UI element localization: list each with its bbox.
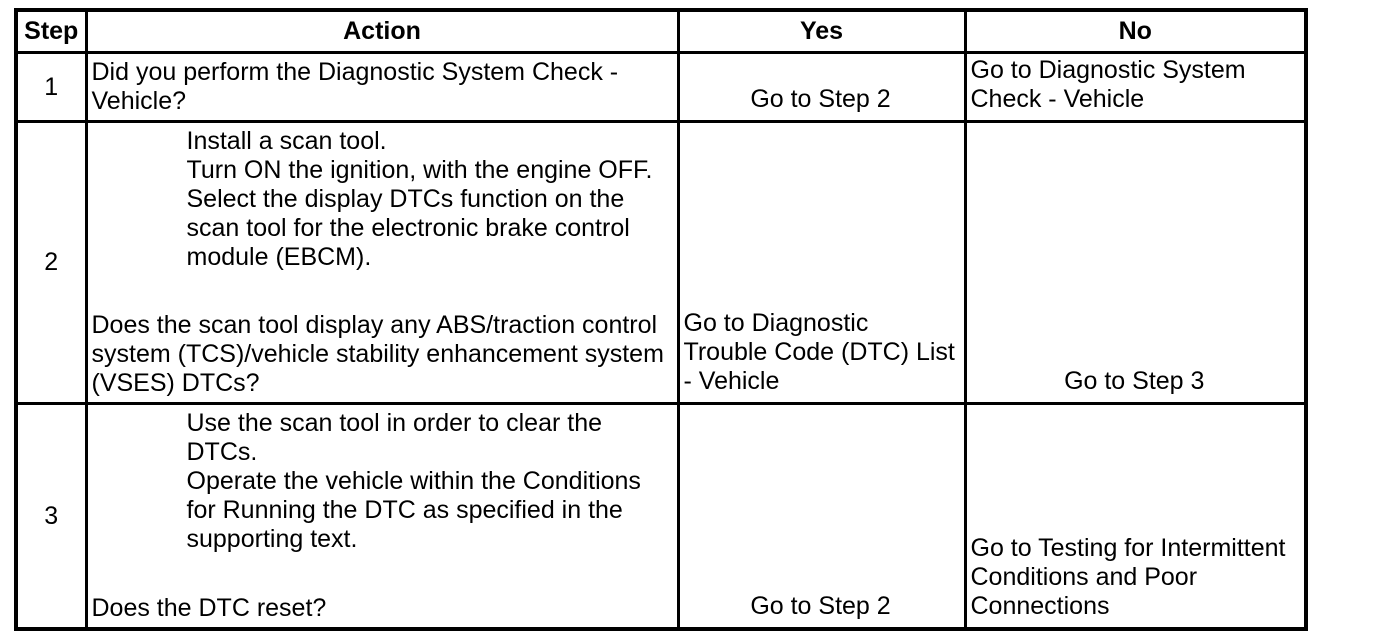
action-cell: Use the scan tool in order to clear the …: [84, 402, 680, 631]
instruction-line: Use the scan tool in order to clear the …: [186, 409, 603, 466]
instruction-line: Select the display DTCs function on the …: [186, 185, 630, 271]
no-cell: Go to Diagnostic System Check - Vehicle: [963, 51, 1308, 123]
column-header-action: Action: [84, 8, 680, 54]
instructions-block: Use the scan tool in order to clear the …: [187, 409, 667, 554]
step-number: 3: [14, 402, 88, 631]
no-cell: Go to Testing for Intermittent Condition…: [963, 402, 1308, 631]
instruction-line: Install a scan tool.: [186, 127, 387, 155]
column-header-yes: Yes: [676, 8, 967, 54]
instructions-block: Install a scan tool. Turn ON the ignitio…: [187, 127, 667, 272]
yes-cell: Go to Step 2: [676, 402, 967, 631]
table-row-step-1: 1 Did you perform the Diagnostic System …: [14, 51, 1308, 123]
table-row-step-2: 2 Install a scan tool. Turn ON the ignit…: [14, 120, 1308, 405]
diagnostic-step-table: Step Action Yes No 1 Did you perform the…: [14, 8, 1308, 631]
yes-cell: Go to Diagnostic Trouble Code (DTC) List…: [676, 120, 967, 405]
no-cell: Go to Step 3: [963, 120, 1308, 405]
step-number: 2: [14, 120, 88, 405]
instruction-line: Turn ON the ignition, with the engine OF…: [186, 156, 653, 184]
action-question: Did you perform the Diagnostic System Ch…: [91, 58, 619, 115]
action-question: Does the DTC reset?: [91, 594, 327, 622]
header-row: Step Action Yes No: [14, 8, 1308, 54]
action-question: Does the scan tool display any ABS/tract…: [91, 311, 664, 397]
yes-cell: Go to Step 2: [676, 51, 967, 123]
action-cell: Did you perform the Diagnostic System Ch…: [84, 51, 680, 123]
action-cell: Install a scan tool. Turn ON the ignitio…: [84, 120, 680, 405]
step-number: 1: [14, 51, 88, 123]
table-row-step-3: 3 Use the scan tool in order to clear th…: [14, 402, 1308, 631]
instruction-line: Operate the vehicle within the Condition…: [186, 467, 641, 553]
column-header-step: Step: [14, 8, 88, 54]
column-header-no: No: [963, 8, 1308, 54]
